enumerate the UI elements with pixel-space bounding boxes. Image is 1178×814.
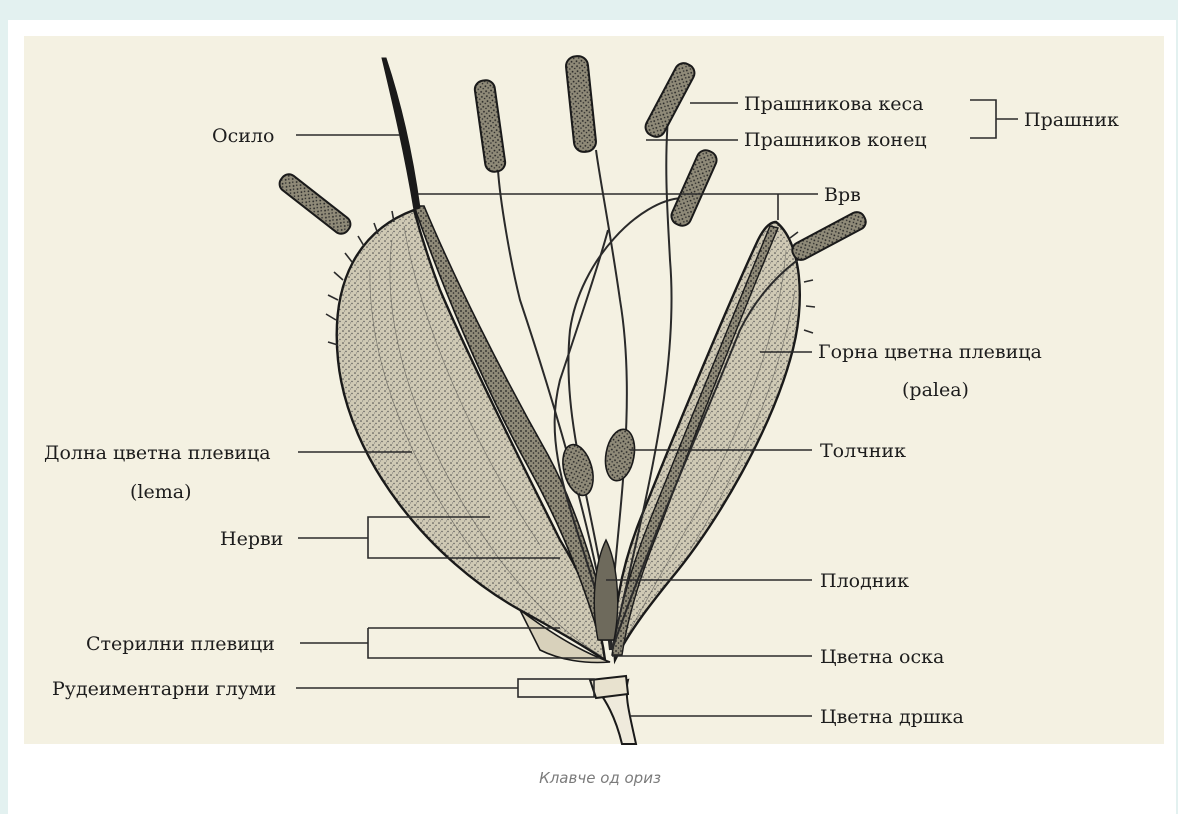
label-tolchnik: Толчник — [820, 440, 906, 462]
label-rudimentarni-glumi: Рудеиментарни глуми — [52, 678, 276, 700]
rudimentary-glumes-shape — [590, 676, 628, 698]
label-vrv: Врв — [824, 184, 861, 206]
label-cvetna-drshka: Цветна дршка — [820, 706, 964, 728]
label-gorna-cvetna-plevica: Горна цветна плевица — [818, 341, 1042, 363]
spikelet-drawing — [276, 55, 868, 744]
anther-2 — [565, 55, 597, 153]
lemma-shape — [337, 210, 605, 660]
anther-6 — [276, 171, 353, 237]
palea-shape — [614, 222, 799, 660]
label-lema: (lema) — [130, 481, 192, 503]
label-prashnikov-konec: Прашников конец — [744, 129, 927, 151]
label-palea: (palea) — [902, 379, 969, 401]
awn-shape — [382, 58, 420, 210]
label-cvetna-oska: Цветна оска — [820, 646, 944, 668]
label-osilo: Осило — [212, 125, 274, 147]
stigma-right — [602, 427, 639, 483]
label-nervi: Нерви — [220, 528, 283, 550]
anther-5 — [789, 209, 868, 262]
anther-3 — [642, 60, 697, 140]
label-prashnikova-kesa: Прашникова кеса — [744, 93, 924, 115]
label-plodnik: Плодник — [820, 570, 909, 592]
label-dolna-cvetna-plevica: Долна цветна плевица — [44, 442, 271, 464]
figure-caption: Клавче од ориз — [539, 769, 661, 787]
anther-4 — [669, 147, 720, 228]
label-prashnik: Прашник — [1024, 109, 1119, 131]
anther-1 — [474, 79, 507, 173]
label-sterilni-plevici: Стерилни плевици — [86, 633, 275, 655]
